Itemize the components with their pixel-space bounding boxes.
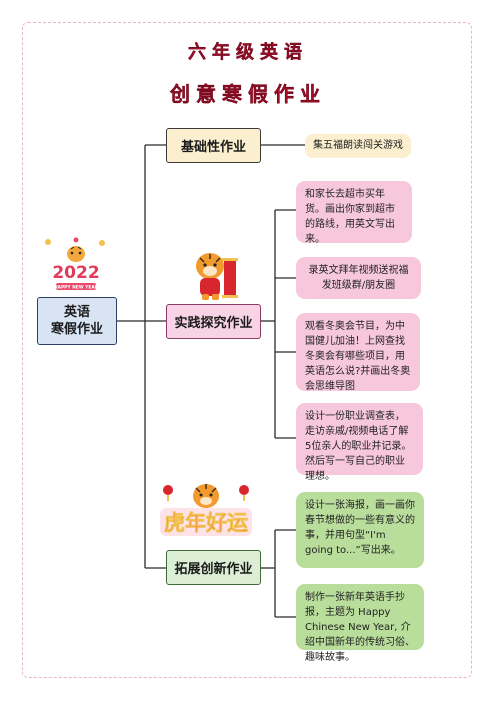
- task-card: 制作一张新年英语手抄报，主题为 Happy Chinese New Year, …: [296, 584, 424, 663]
- task-card: 集五福朗读闯关游戏: [305, 134, 411, 158]
- title-line-2: 创意寒假作业: [170, 82, 326, 106]
- year-badge-text: 2022: [52, 263, 99, 283]
- category-extension: 拓展创新作业: [166, 550, 261, 585]
- new-year-2022-illustration: 2022 HAPPY NEW YEAR: [45, 237, 105, 291]
- root-label-line-1: 英语: [63, 305, 90, 320]
- title-line-1: 六年级英语: [188, 42, 308, 63]
- tiger-scroll-illustration: [196, 253, 238, 300]
- tiger-year-luck-illustration: 虎年好运: [160, 484, 252, 536]
- category-basic: 基础性作业: [166, 128, 261, 163]
- task-card: 观看冬奥会节目，为中国健儿加油！上网查找冬奥会有哪些项目，用英语怎么说?并画出冬…: [296, 313, 420, 392]
- task-card: 设计一份职业调查表，走访亲戚/视频电话了解5位亲人的职业并记录。然后写一写自己的…: [296, 403, 423, 482]
- task-card: 和家长去超市买年货。画出你家到超市的路线，用英文写出来。: [296, 181, 412, 245]
- year-badge-caption: HAPPY NEW YEAR: [54, 285, 99, 291]
- root-node: 英语 寒假作业: [37, 297, 117, 345]
- banner-text: 虎年好运: [164, 511, 248, 535]
- task-card: 设计一张海报，画一画你春节想做的一些有意义的事，并用句型“I'm going t…: [296, 492, 424, 568]
- root-label-line-2: 寒假作业: [50, 322, 103, 337]
- task-card: 录英文拜年视频送祝福发班级群/朋友圈: [296, 257, 421, 299]
- category-practice: 实践探究作业: [166, 304, 261, 339]
- page-border: [22, 22, 472, 678]
